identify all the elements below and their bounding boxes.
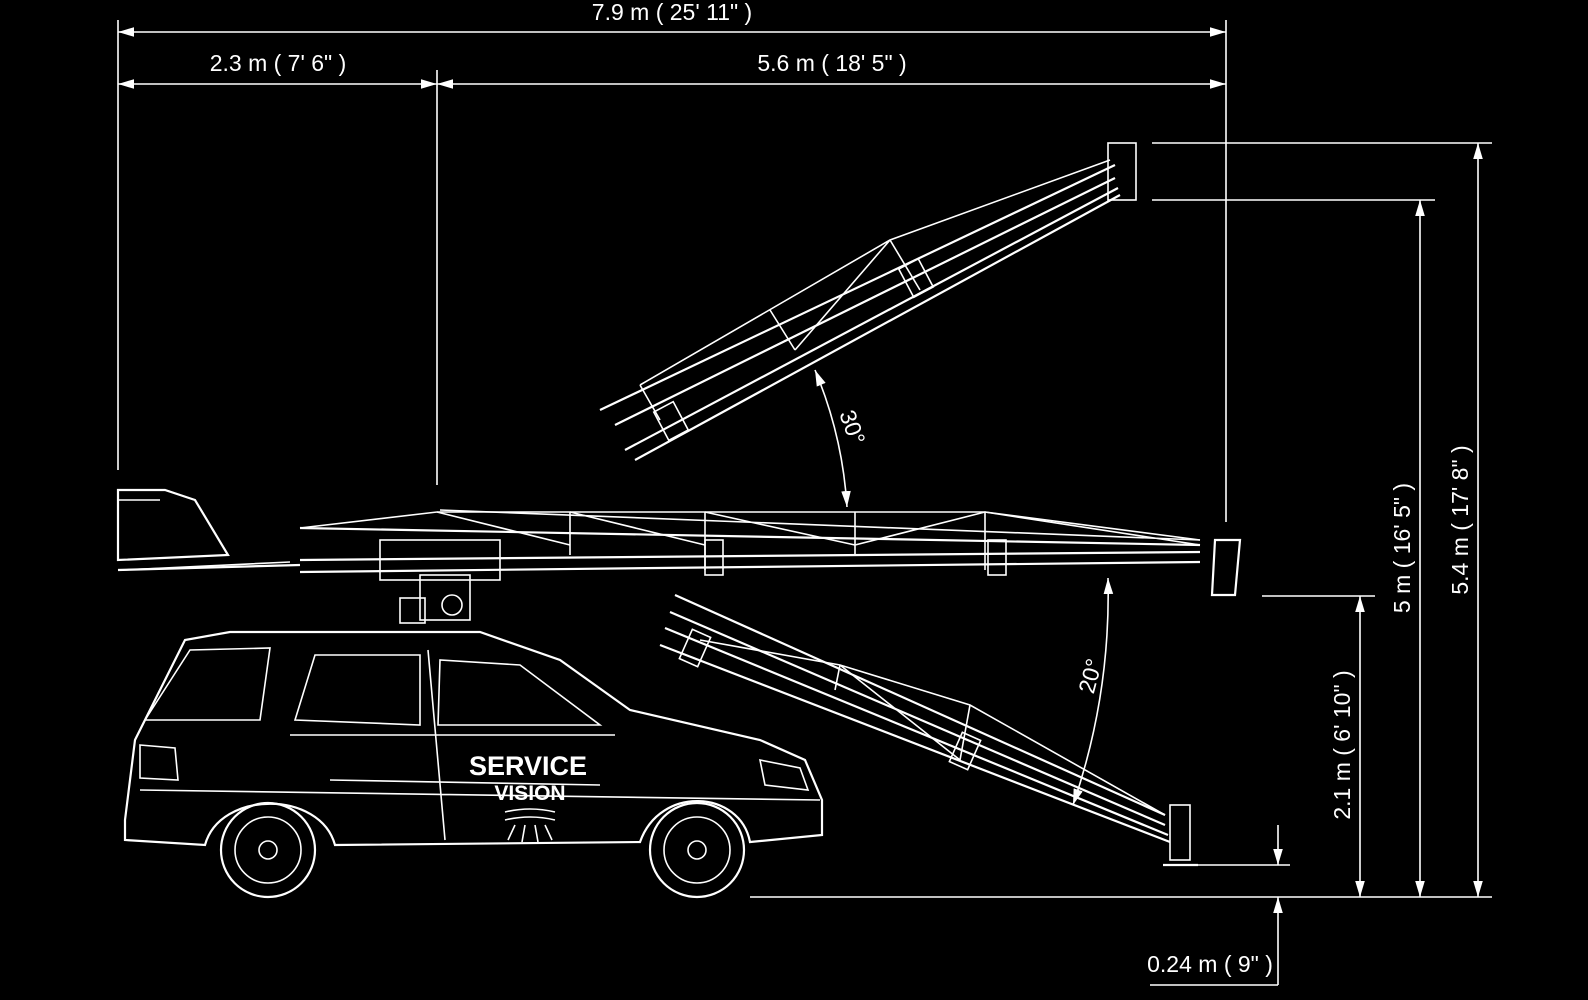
base-height-label: 2.1 m ( 6' 10" ) [1329, 670, 1355, 819]
crane-arm-lowered [659, 593, 1198, 867]
lens-height-dimension: 5 m ( 16' 5" ) [1389, 200, 1425, 897]
service-vision-logo: SERVICE VISION [469, 751, 587, 843]
crane-arm-raised [599, 142, 1137, 461]
max-height-label: 5.4 m ( 17' 8" ) [1447, 445, 1473, 594]
rear-length-label: 2.3 m ( 7' 6" ) [210, 50, 347, 76]
min-height-label: 0.24 m ( 9" ) [1147, 951, 1273, 977]
base-height-dimension: 2.1 m ( 6' 10" ) [1329, 596, 1365, 897]
angle-up-label: 30° [834, 406, 870, 448]
vehicle: SERVICE VISION [123, 630, 824, 899]
rear-wheel [219, 801, 317, 899]
svg-text:VISION: VISION [494, 782, 565, 805]
front-wheel [648, 801, 746, 899]
extension-lines [117, 20, 1492, 898]
angle-up-indicator: 30° [814, 369, 871, 508]
total-length-dimension: 7.9 m ( 25' 11" ) [118, 0, 1226, 37]
total-length-label: 7.9 m ( 25' 11" ) [592, 0, 752, 25]
crane-arm-horizontal [116, 488, 1242, 624]
angle-down-indicator: 20° [1072, 577, 1114, 806]
front-reach-dimension: 5.6 m ( 18' 5" ) [437, 50, 1226, 89]
max-height-dimension: 5.4 m ( 17' 8" ) [1447, 143, 1483, 897]
front-reach-label: 5.6 m ( 18' 5" ) [757, 50, 906, 76]
svg-text:SERVICE: SERVICE [469, 751, 587, 781]
min-height-dimension: 0.24 m ( 9" ) [1147, 825, 1283, 986]
angle-down-label: 20° [1073, 656, 1107, 696]
rear-length-dimension: 2.3 m ( 7' 6" ) [118, 50, 437, 89]
lens-height-label: 5 m ( 16' 5" ) [1389, 483, 1415, 613]
